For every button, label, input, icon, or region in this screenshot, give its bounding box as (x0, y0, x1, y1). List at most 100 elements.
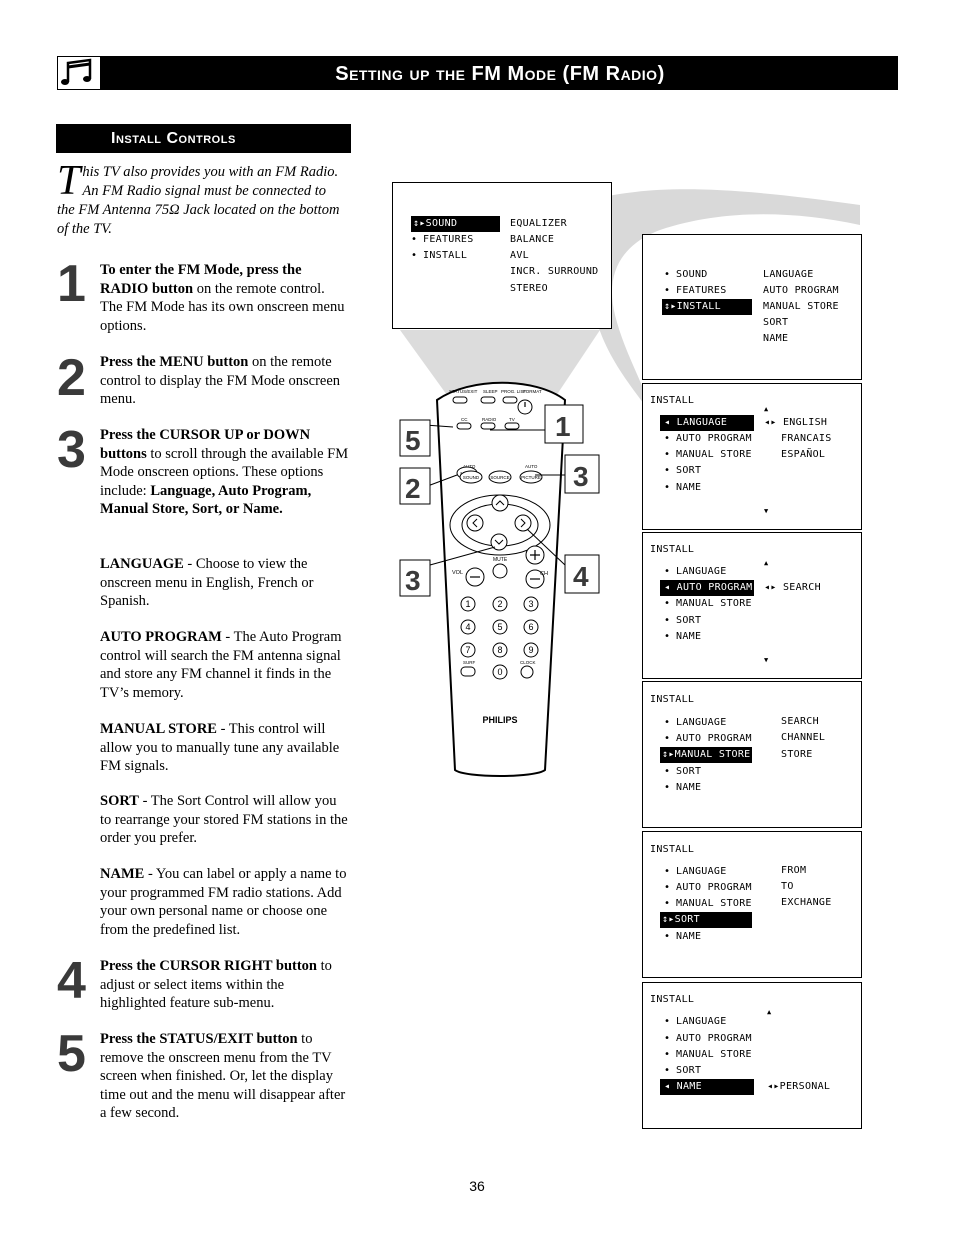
callout-5: 5 (405, 425, 421, 456)
digit-7-label: 7 (465, 645, 470, 655)
remote-label-auto-picture: AUTO (525, 464, 538, 469)
menu-item-sort[interactable]: ↕▸SORT (660, 912, 752, 928)
definition-text: - The Sort Control will allow you to rea… (100, 793, 348, 846)
digit-8-button[interactable] (492, 642, 508, 658)
menu-item-sound[interactable]: SOUND (664, 267, 708, 283)
remote-label-clock: CLOCK (520, 660, 536, 665)
menu-screen-name: INSTALL ▲ LANGUAGE AUTO PROGRAM MANUAL S… (642, 982, 862, 1129)
intro-dropcap: T (57, 158, 81, 204)
remote-picture-label: PICTURE (521, 475, 541, 480)
digit-5-button[interactable] (492, 619, 508, 635)
digit-9-label: 9 (528, 645, 533, 655)
menu-item-manual-store[interactable]: MANUAL STORE (664, 596, 752, 612)
definition-term: NAME (100, 866, 145, 882)
option-espanol: ESPAÑOL (781, 449, 826, 460)
updown-cursor-icon: ↕▸ (662, 749, 675, 760)
remote-label-mute: MUTE (493, 557, 508, 563)
menu-item-manual-store[interactable]: MANUAL STORE (664, 1047, 752, 1063)
menu-item-sort[interactable]: SORT (664, 764, 701, 780)
menu-item-language[interactable]: LANGUAGE (664, 864, 727, 880)
clock-button[interactable] (520, 665, 534, 679)
remote-top-row-buttons[interactable] (452, 396, 520, 430)
menu-item-auto-program[interactable]: AUTO PROGRAM (664, 880, 752, 896)
digit-0-button[interactable] (492, 664, 508, 680)
cursor-down-button[interactable] (490, 533, 508, 551)
digit-3-button[interactable] (523, 596, 539, 612)
menu-item-name[interactable]: NAME (664, 480, 701, 496)
menu-item-manual-store[interactable]: MANUAL STORE (664, 896, 752, 912)
digit-9-button[interactable] (523, 642, 539, 658)
remote-picture-button[interactable] (519, 470, 543, 484)
cursor-right-button[interactable] (514, 514, 532, 532)
step-5-rest: to remove the onscreen menu from the TV … (100, 1031, 346, 1121)
step-3-bold: Press the CURSOR UP or DOWN buttons (100, 427, 311, 462)
cursor-up-button[interactable] (491, 494, 509, 512)
digit-6-button[interactable] (523, 619, 539, 635)
menu-item-manual-store[interactable]: MANUAL STORE (664, 447, 752, 463)
callout-1: 1 (555, 411, 571, 442)
menu-screen-sort: INSTALL LANGUAGE AUTO PROGRAM MANUAL STO… (642, 831, 862, 978)
step-4-text: Press the CURSOR RIGHT button to adjust … (100, 957, 350, 1013)
menu-item-language[interactable]: LANGUAGE (664, 715, 727, 731)
left-arrow-icon: ◂ (664, 417, 677, 428)
page-title: Setting up the FM Mode (FM Radio) (335, 63, 665, 85)
remote-sound-button[interactable] (459, 470, 483, 484)
submenu-equalizer: EQUALIZER (510, 218, 567, 229)
definition-text: - Choose to view the onscreen menu in En… (100, 556, 314, 609)
menu-item-install[interactable]: ↕▸INSTALL (662, 299, 752, 315)
header-bar (57, 56, 898, 90)
menu-item-language[interactable]: LANGUAGE (664, 564, 727, 580)
step-3-text: Press the CURSOR UP or DOWN buttons to s… (100, 426, 350, 519)
menu-item-name[interactable]: NAME (664, 780, 701, 796)
menu-item-install[interactable]: INSTALL (411, 248, 467, 264)
callout-box-3-left (399, 559, 431, 597)
digit-1-button[interactable] (460, 596, 476, 612)
option-personal: ◂▸PERSONAL (767, 1081, 831, 1092)
digit-6-label: 6 (528, 622, 533, 632)
menu-item-auto-program[interactable]: AUTO PROGRAM (664, 731, 752, 747)
menu-item-features[interactable]: FEATURES (411, 232, 474, 248)
page-number: 36 (469, 1178, 485, 1194)
remote-label-ch: CH (540, 571, 548, 577)
menu-item-sound[interactable]: ↕▸SOUND (411, 216, 500, 232)
menu-item-name[interactable]: NAME (664, 629, 701, 645)
digit-4-button[interactable] (460, 619, 476, 635)
digit-8-label: 8 (497, 645, 502, 655)
menu-item-sort[interactable]: SORT (664, 463, 701, 479)
menu-item-name[interactable]: ◂ NAME (660, 1079, 754, 1095)
surf-button[interactable] (460, 666, 476, 677)
menu-item-sort[interactable]: SORT (664, 1063, 701, 1079)
mute-button[interactable] (492, 563, 508, 579)
menu-item-language[interactable]: ◂ LANGUAGE (660, 415, 754, 431)
callout-box-1 (544, 404, 584, 444)
definition-manual-store: MANUAL STORE - This control will allow y… (100, 720, 350, 776)
up-arrow-icon: ▲ (764, 405, 769, 413)
callout-box-4 (564, 554, 600, 594)
step-2-rest: on the remote control to display the FM … (100, 354, 341, 407)
menu-item-manual-store[interactable]: ↕▸MANUAL STORE (660, 747, 752, 763)
menu-item-auto-program[interactable]: ◂ AUTO PROGRAM (660, 580, 754, 596)
menu-item-features[interactable]: FEATURES (664, 283, 727, 299)
step-number-5: 5 (57, 1025, 86, 1083)
menu-item-name[interactable]: NAME (664, 929, 701, 945)
updown-cursor-icon: ↕▸ (662, 914, 675, 925)
remote-source-button[interactable] (488, 470, 512, 484)
menu-screen-install-select: SOUND FEATURES ↕▸INSTALL LANGUAGE AUTO P… (642, 234, 862, 380)
remote-label-tv: TV (509, 417, 515, 422)
step-1-bold: To enter the FM Mode, press the RADIO bu… (100, 262, 302, 297)
submenu-sort: SORT (763, 317, 789, 328)
menu-item-auto-program[interactable]: AUTO PROGRAM (664, 1031, 752, 1047)
menu-item-language[interactable]: LANGUAGE (664, 1014, 727, 1030)
cursor-left-button[interactable] (466, 514, 484, 532)
step-5-text: Press the STATUS/EXIT button to remove t… (100, 1030, 350, 1123)
menu-item-auto-program[interactable]: AUTO PROGRAM (664, 431, 752, 447)
option-store: STORE (781, 749, 813, 760)
remote-label-vol: VOL (452, 570, 463, 576)
submenu-language: LANGUAGE (763, 269, 814, 280)
digit-2-button[interactable] (492, 596, 508, 612)
definition-term: AUTO PROGRAM (100, 629, 222, 645)
digit-7-button[interactable] (460, 642, 476, 658)
digit-3-label: 3 (528, 599, 533, 609)
menu-item-sort[interactable]: SORT (664, 613, 701, 629)
